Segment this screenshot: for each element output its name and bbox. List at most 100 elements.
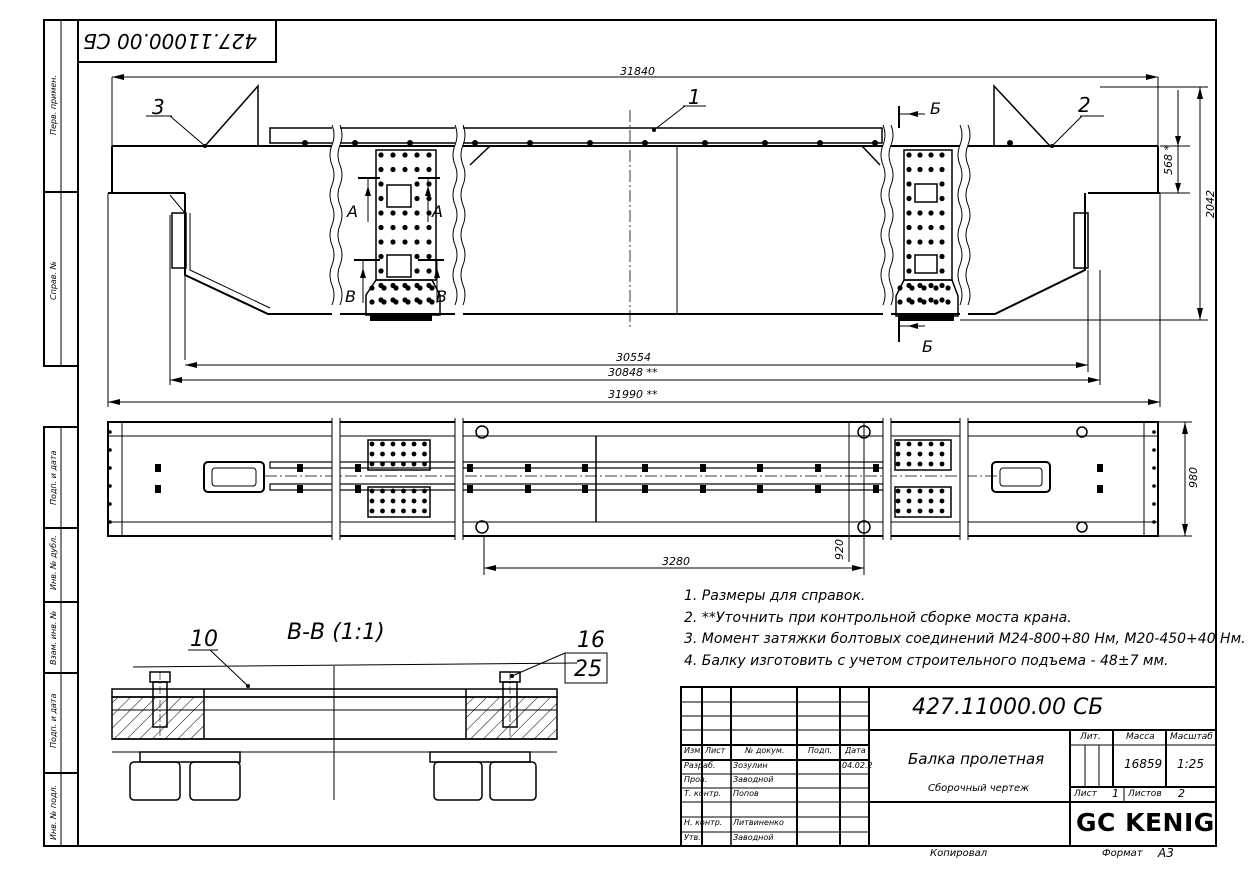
plan-bolt [582,485,588,493]
splice-bolt [380,508,385,514]
splice-bolt [917,508,923,514]
splice-bolt [422,451,427,457]
bolt-hole [426,239,432,245]
tb-scale-label: Масштаб [1170,732,1213,742]
bolt-hole [939,195,945,202]
tb-name-0: Зозулин [733,761,768,770]
bolt-hole [939,224,945,231]
splice-bolt [895,451,901,457]
tb-head-podp: Подп. [808,746,833,755]
bolt-hole [906,239,912,245]
bolt-hole [426,152,432,158]
bolt-hole [426,166,432,173]
bolt-hole [906,210,912,216]
bolt-hole [909,285,915,291]
bolt-hole [906,181,912,187]
tb-mass: 16859 [1124,757,1163,771]
plan-bolt [525,485,531,493]
bolt-hole [917,166,923,173]
bolt-hole [906,166,912,173]
bolt-hole [402,239,408,245]
plan-bolt [355,485,361,493]
bolt-hole [414,268,420,274]
bolt-hole [933,299,939,305]
bolt-hole [414,181,420,187]
bolt-hole [906,268,912,274]
section-mark-v-left: В [345,287,356,306]
bolt-hole [426,195,432,202]
bolt-hole [429,299,435,305]
tb-sheets-label: Листов [1128,789,1162,799]
bolt-hole [906,224,912,231]
plan-bolt [467,464,473,472]
splice-bolt [928,451,934,457]
splice-bolt [939,461,945,467]
tb-designation: 427.11000.00 СБ [912,695,1104,720]
bolt-hole [939,166,945,173]
plan-bolt [1097,485,1103,493]
bolt-hole [426,210,432,216]
tb-head-date: Дата [845,746,866,755]
tb-head-izm: Изм. [684,746,703,755]
bolt-hole [369,299,375,305]
plan-bolt [757,464,763,472]
splice-bolt [917,498,923,504]
splice-bolt [390,488,396,494]
splice-bolt [411,441,417,447]
section-mark-a-right: A [431,202,443,221]
splice-bolt [917,451,923,457]
tb-sheets: 2 [1178,787,1185,800]
bolt-hole [378,224,384,231]
splice-bolt [401,498,406,504]
plan-bolt [1097,464,1103,472]
splice-bolt [390,461,396,467]
rotated-doc-code: 427.11000.00 СБ [83,29,257,53]
bolt-hole [939,210,945,216]
splice-bolt [380,451,385,457]
plan-bolt [700,464,706,472]
bolt-hole [378,166,384,173]
tb-head-list: Лист [705,746,726,755]
bolt-hole [928,152,934,158]
bolt-hole [378,152,384,158]
plan-bolt [582,464,588,472]
dim-3280: 3280 [662,555,690,568]
bolt-hole [939,253,945,260]
splice-bolt [401,488,406,494]
splice-bolt [369,498,375,504]
bolt-hole [405,299,411,305]
bolt-hole [414,253,420,260]
plan-bolt [815,464,821,472]
stamp-podp2: Подп. и дата [49,693,58,748]
tb-name-1: Заводной [733,775,774,784]
splice-bolt [939,441,945,447]
splice-bolt [906,451,912,457]
splice-bolt [895,498,901,504]
bolt-hole [945,285,951,291]
bolt-hole [378,195,384,202]
bolt-hole [381,285,387,291]
bolt-hole [909,299,915,305]
bolt-hole [426,268,432,274]
splice-bolt [906,461,912,467]
bolt-hole [390,239,396,245]
bolt-hole [378,181,384,187]
splice-bolt [939,498,945,504]
bolt-hole [906,152,912,158]
edge-bolt [108,466,112,470]
bolt-hole [402,210,408,216]
format-value: A3 [1158,846,1174,860]
splice-bolt [390,441,396,447]
bolt-hole [917,239,923,245]
company-logo: GC KENIG [1076,808,1215,837]
tb-mass-label: Масса [1126,732,1155,742]
plan-bolt [155,485,161,493]
plan-bolt [757,485,763,493]
splice-bolt [928,508,934,514]
bolt-hole [414,239,420,245]
splice-bolt [411,508,417,514]
splice-bolt [411,488,417,494]
splice-bolt [369,441,375,447]
plan-bolt [355,464,361,472]
